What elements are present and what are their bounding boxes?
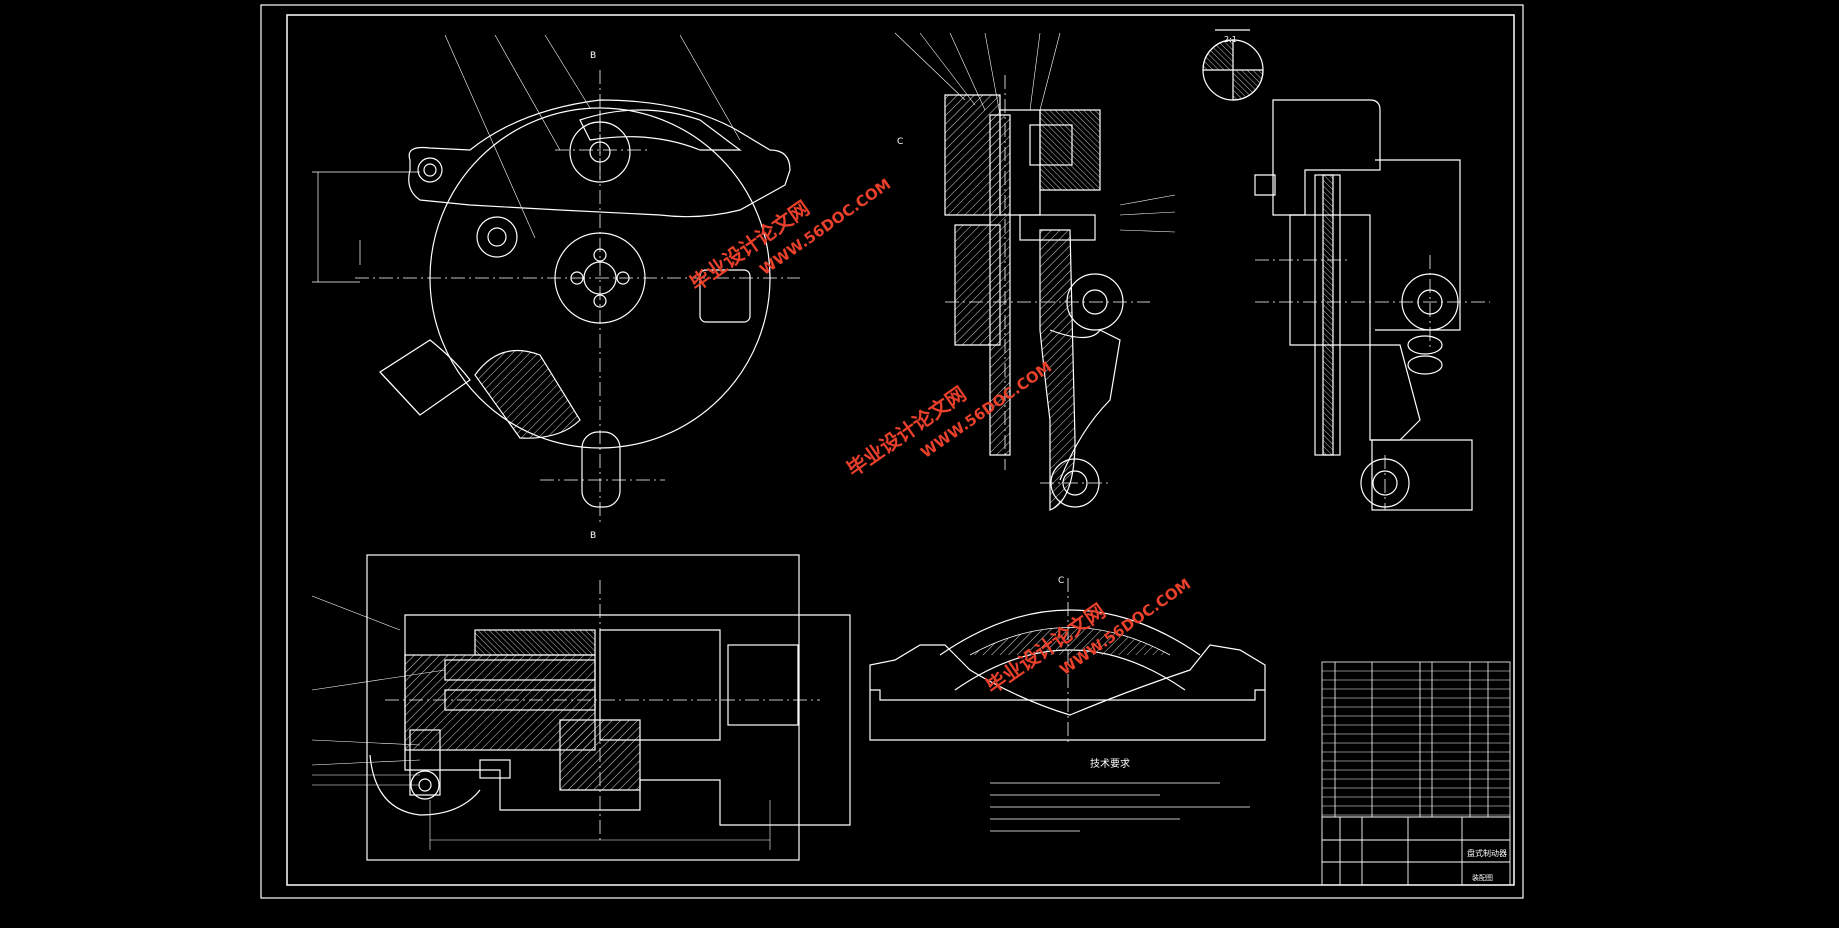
side-section-labels: C — [897, 137, 903, 147]
front-view-labels: B B — [590, 51, 596, 541]
section-mark-c-side: C — [897, 137, 903, 147]
title-block-name: 盘式制动器 — [1467, 848, 1507, 858]
section-mark-c-plan: C — [1058, 576, 1064, 586]
title-block-code: 装配图 — [1472, 873, 1493, 882]
sheet-border — [260, 4, 1524, 899]
title-block — [1321, 816, 1511, 886]
detail-scale: 2:1 — [1224, 35, 1237, 44]
brake-pad-view — [869, 578, 1266, 745]
detail-view — [1202, 29, 1264, 101]
parts-list-rows — [1322, 670, 1510, 816]
right-view — [1254, 99, 1490, 511]
tech-req-title: 技术要求 — [1090, 757, 1130, 770]
section-mark-b-bottom: B — [590, 531, 596, 541]
technical-requirements: 技术要求 — [990, 757, 1250, 832]
side-section-view — [894, 32, 1176, 511]
front-view — [312, 34, 800, 525]
section-mark-b-top: B — [590, 51, 596, 61]
plan-section-view — [311, 554, 851, 861]
